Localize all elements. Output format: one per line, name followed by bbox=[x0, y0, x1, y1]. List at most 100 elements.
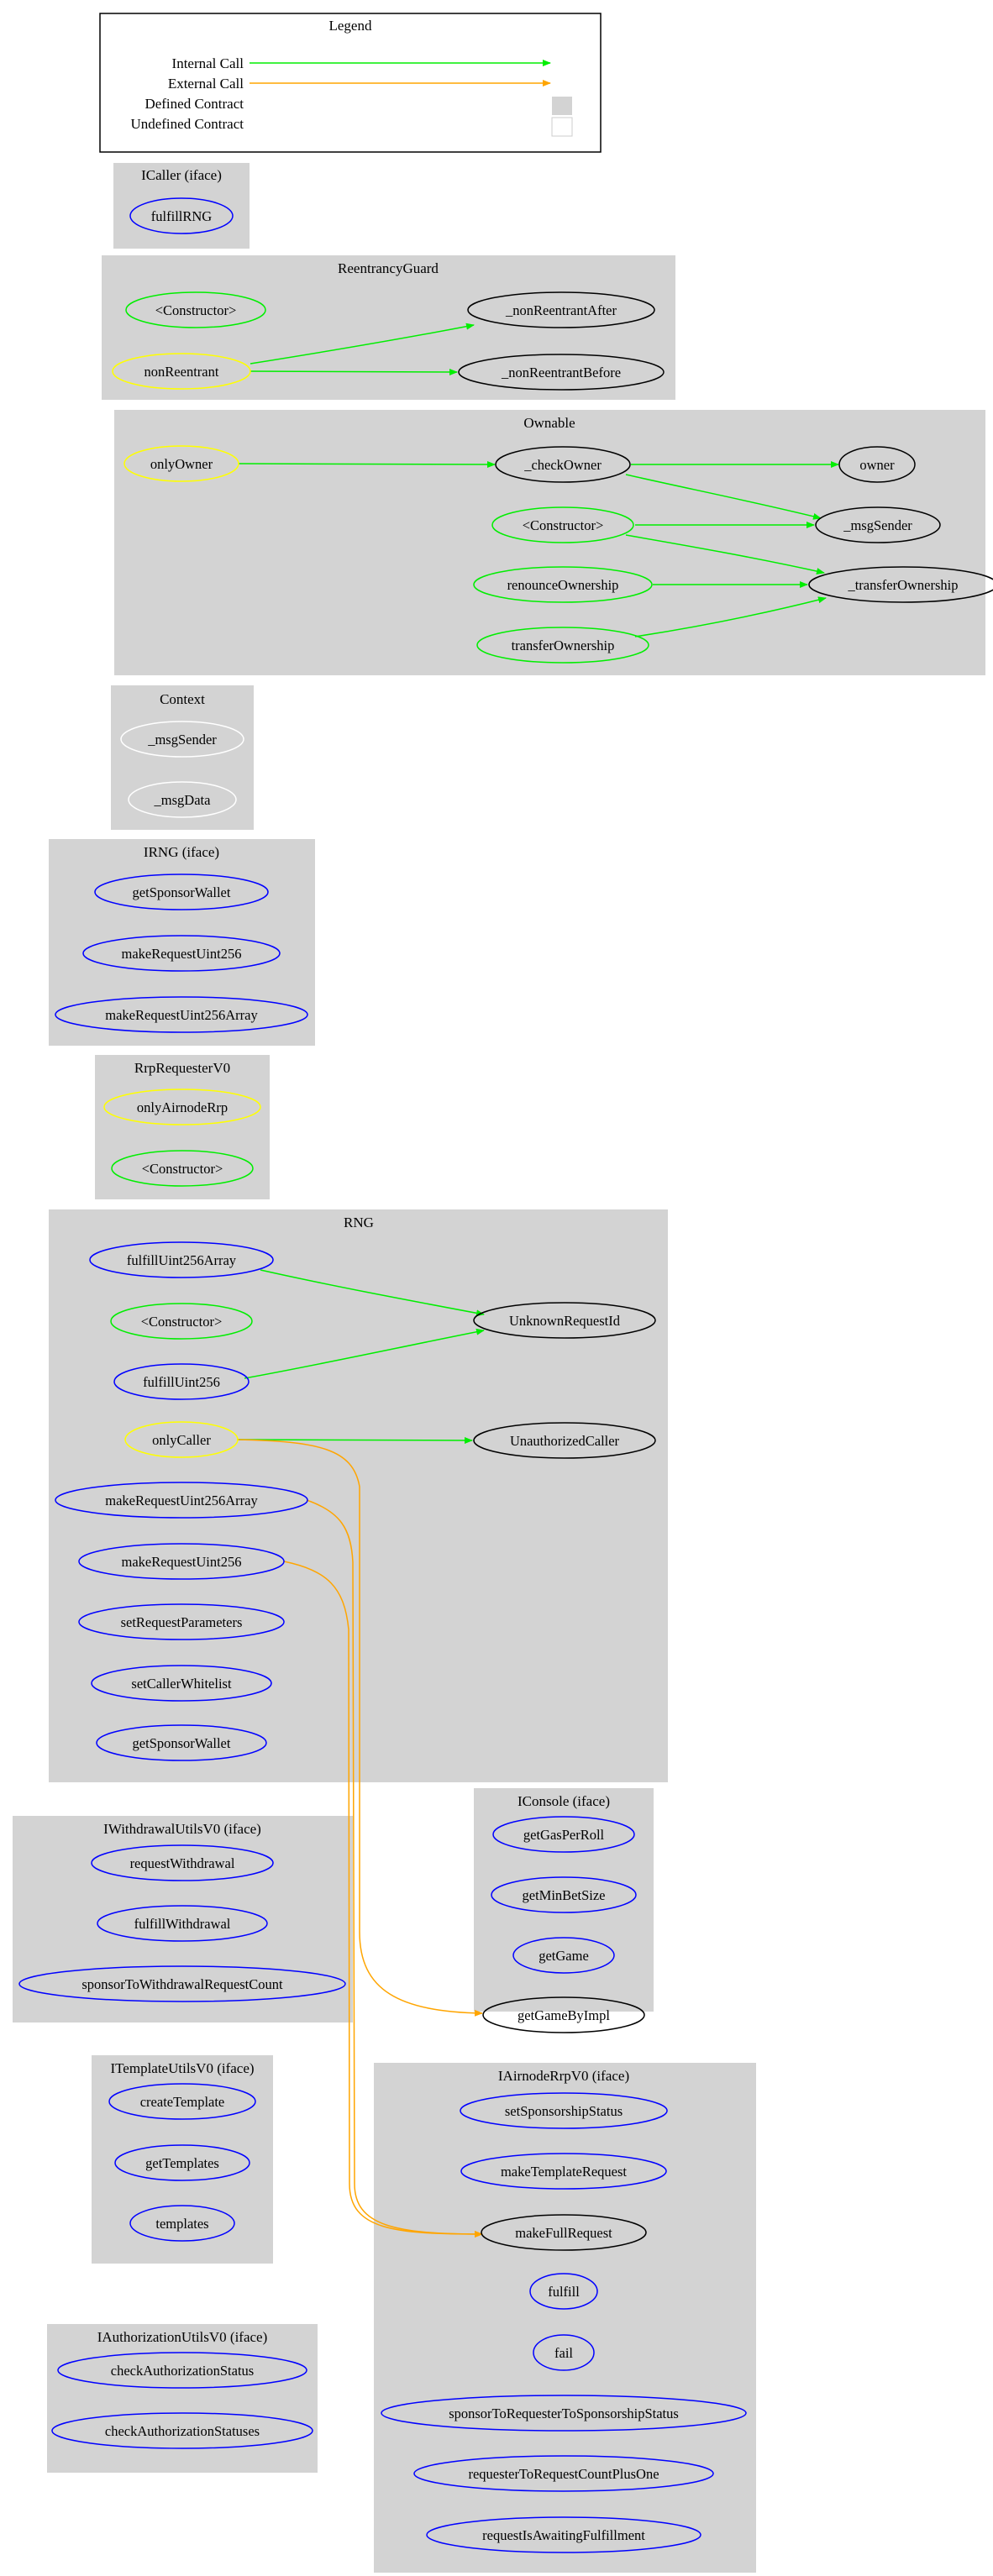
edge-fulfilluint256array-to-unknownrequestid bbox=[260, 1269, 485, 1317]
node-iconsole-getgasperroll[interactable]: getGasPerRoll bbox=[492, 1816, 635, 1853]
node-rng-fulfilluint256[interactable]: fulfillUint256 bbox=[113, 1363, 250, 1400]
legend-external-call-label: External Call bbox=[168, 76, 244, 92]
node-label: UnauthorizedCaller bbox=[510, 1433, 620, 1449]
node-reentrancy-constructor[interactable]: <Constructor> bbox=[125, 291, 266, 328]
node-ownable-transferownership-internal[interactable]: _transferOwnership bbox=[808, 566, 993, 603]
node-itemplate-createtemplate[interactable]: createTemplate bbox=[108, 2083, 256, 2120]
node-iairnode-maketemplaterequest[interactable]: makeTemplateRequest bbox=[460, 2153, 667, 2190]
node-label: setRequestParameters bbox=[121, 1614, 243, 1630]
node-rng-makerequestuint256[interactable]: makeRequestUint256 bbox=[78, 1543, 285, 1580]
node-label: _checkOwner bbox=[523, 457, 602, 473]
cluster-title: IAirnodeRrpV0 (iface) bbox=[498, 2068, 629, 2084]
node-reentrancy-nonreentrant[interactable]: nonReentrant bbox=[112, 353, 251, 390]
cluster-title: Context bbox=[160, 691, 205, 707]
node-context-msgdata[interactable]: _msgData bbox=[128, 781, 237, 818]
node-label: fulfillRNG bbox=[151, 208, 212, 224]
node-iairnode-setsponsorshipstatus[interactable]: setSponsorshipStatus bbox=[460, 2092, 668, 2129]
legend-undefined-contract-swatch bbox=[551, 117, 573, 137]
node-rng-unknownrequestid[interactable]: UnknownRequestId bbox=[473, 1302, 656, 1339]
node-rng-setrequestparameters[interactable]: setRequestParameters bbox=[78, 1603, 285, 1640]
node-ownable-checkowner[interactable]: _checkOwner bbox=[495, 446, 631, 483]
node-label: makeRequestUint256 bbox=[122, 946, 242, 962]
edge-fulfilluint256-to-unknownrequestid bbox=[244, 1328, 485, 1379]
node-iwithdrawal-fulfillwithdrawal[interactable]: fulfillWithdrawal bbox=[97, 1905, 268, 1942]
node-label: onlyOwner bbox=[150, 456, 213, 472]
node-ownable-transferownership[interactable]: transferOwnership bbox=[476, 627, 649, 664]
node-label: getGasPerRoll bbox=[523, 1827, 605, 1843]
node-reentrancy-nonreentrantafter[interactable]: _nonReentrantAfter bbox=[467, 291, 655, 328]
edge-nonreentrant-to-nonreentrantafter bbox=[250, 323, 475, 365]
node-label: makeRequestUint256Array bbox=[105, 1493, 258, 1508]
node-rng-makerequestuint256array[interactable]: makeRequestUint256Array bbox=[55, 1482, 308, 1519]
node-label: _nonReentrantAfter bbox=[505, 302, 617, 318]
node-label: setCallerWhitelist bbox=[131, 1676, 232, 1692]
cluster-icaller: ICaller (iface) bbox=[113, 163, 250, 249]
node-iconsole-getgame[interactable]: getGame bbox=[512, 1937, 615, 1974]
node-label: requesterToRequestCountPlusOne bbox=[468, 2466, 659, 2482]
node-itemplate-gettemplates[interactable]: getTemplates bbox=[114, 2144, 250, 2181]
node-label: getMinBetSize bbox=[523, 1887, 606, 1903]
cluster-iwithdrawal-utils: IWithdrawalUtilsV0 (iface) bbox=[13, 1816, 353, 2023]
node-context-msgsender[interactable]: _msgSender bbox=[120, 721, 244, 758]
cluster-title: IAuthorizationUtilsV0 (iface) bbox=[97, 2329, 268, 2345]
node-rng-onlycaller[interactable]: onlyCaller bbox=[124, 1421, 239, 1458]
node-reentrancy-nonreentrantbefore[interactable]: _nonReentrantBefore bbox=[458, 354, 665, 391]
node-iairnode-sponsortorequestertosponsorshipstatus[interactable]: sponsorToRequesterToSponsorshipStatus bbox=[381, 2395, 747, 2432]
node-rng-constructor[interactable]: <Constructor> bbox=[110, 1303, 253, 1340]
node-rng-fulfilluint256array[interactable]: fulfillUint256Array bbox=[89, 1241, 274, 1278]
node-ownable-constructor[interactable]: <Constructor> bbox=[491, 506, 634, 543]
node-label: templates bbox=[155, 2216, 208, 2232]
node-ownable-onlyowner[interactable]: onlyOwner bbox=[123, 445, 239, 482]
edge-transferownership-to-transferownership-internal bbox=[634, 596, 827, 637]
node-label: nonReentrant bbox=[144, 364, 219, 380]
node-iairnode-fail[interactable]: fail bbox=[533, 2334, 595, 2371]
node-ownable-renounceownership[interactable]: renounceOwnership bbox=[473, 566, 653, 603]
node-iauth-checkauthorizationstatus[interactable]: checkAuthorizationStatus bbox=[57, 2352, 307, 2389]
node-label: makeFullRequest bbox=[515, 2225, 612, 2241]
node-label: getSponsorWallet bbox=[133, 884, 231, 900]
edge-makerequestuint256array-to-makefullrequest bbox=[306, 1499, 483, 2238]
edge-onlycaller-to-getgamebyimpl bbox=[236, 1439, 483, 2017]
node-label: _transferOwnership bbox=[847, 577, 958, 593]
node-label: requestIsAwaitingFulfillment bbox=[482, 2527, 645, 2543]
node-label: setSponsorshipStatus bbox=[505, 2103, 623, 2119]
cluster-title: ICaller (iface) bbox=[141, 167, 222, 183]
node-ownable-msgsender[interactable]: _msgSender bbox=[815, 506, 941, 543]
node-ownable-owner[interactable]: owner bbox=[838, 446, 916, 483]
cluster-title: IConsole (iface) bbox=[518, 1793, 610, 1809]
node-iwithdrawal-sponsortowithdrawalrequestcount[interactable]: sponsorToWithdrawalRequestCount bbox=[18, 1965, 346, 2002]
node-iwithdrawal-requestwithdrawal[interactable]: requestWithdrawal bbox=[91, 1844, 274, 1881]
node-itemplate-templates[interactable]: templates bbox=[129, 2205, 235, 2242]
cluster-title: ReentrancyGuard bbox=[338, 260, 439, 276]
node-rrp-constructor[interactable]: <Constructor> bbox=[111, 1150, 254, 1187]
legend-defined-contract-swatch bbox=[552, 97, 572, 115]
node-label: _msgSender bbox=[147, 732, 217, 748]
node-iairnode-requestisawaitingfulfillment[interactable]: requestIsAwaitingFulfillment bbox=[426, 2516, 701, 2553]
cluster-title: ITemplateUtilsV0 (iface) bbox=[110, 2060, 254, 2076]
cluster-title: Ownable bbox=[523, 415, 575, 431]
node-label: <Constructor> bbox=[155, 302, 237, 318]
node-iauth-checkauthorizationstatuses[interactable]: checkAuthorizationStatuses bbox=[51, 2412, 313, 2449]
node-rrp-onlyairnoderrp[interactable]: onlyAirnodeRrp bbox=[103, 1089, 261, 1125]
node-irng-makerequestuint256[interactable]: makeRequestUint256 bbox=[82, 935, 281, 972]
cluster-context: Context bbox=[111, 685, 254, 830]
node-label: checkAuthorizationStatus bbox=[111, 2363, 254, 2379]
node-iconsole-getgamebyimpl[interactable]: getGameByImpl bbox=[482, 1996, 645, 2033]
node-iairnode-requestertorequestcountplusone[interactable]: requesterToRequestCountPlusOne bbox=[413, 2455, 714, 2492]
node-irng-getsponsorwallet[interactable]: getSponsorWallet bbox=[94, 874, 269, 910]
cluster-iairnode-rrp: IAirnodeRrpV0 (iface) bbox=[374, 2063, 756, 2573]
node-label: getGame bbox=[539, 1948, 589, 1964]
legend-defined-contract-label: Defined Contract bbox=[144, 96, 244, 112]
node-iconsole-getminbetsize[interactable]: getMinBetSize bbox=[491, 1876, 637, 1913]
node-label: createTemplate bbox=[140, 2094, 225, 2110]
node-icaller-fulfillrng[interactable]: fulfillRNG bbox=[129, 197, 234, 234]
node-rng-unauthorizedcaller[interactable]: UnauthorizedCaller bbox=[473, 1422, 656, 1459]
node-rng-getsponsorwallet[interactable]: getSponsorWallet bbox=[96, 1724, 267, 1761]
node-iairnode-makefullrequest[interactable]: makeFullRequest bbox=[481, 2214, 647, 2251]
node-irng-makerequestuint256array[interactable]: makeRequestUint256Array bbox=[55, 996, 308, 1033]
node-iairnode-fulfill[interactable]: fulfill bbox=[529, 2273, 598, 2310]
node-label: sponsorToWithdrawalRequestCount bbox=[81, 1976, 283, 1992]
node-rng-setcallerwhitelist[interactable]: setCallerWhitelist bbox=[91, 1665, 272, 1702]
cluster-title: RNG bbox=[344, 1215, 374, 1230]
